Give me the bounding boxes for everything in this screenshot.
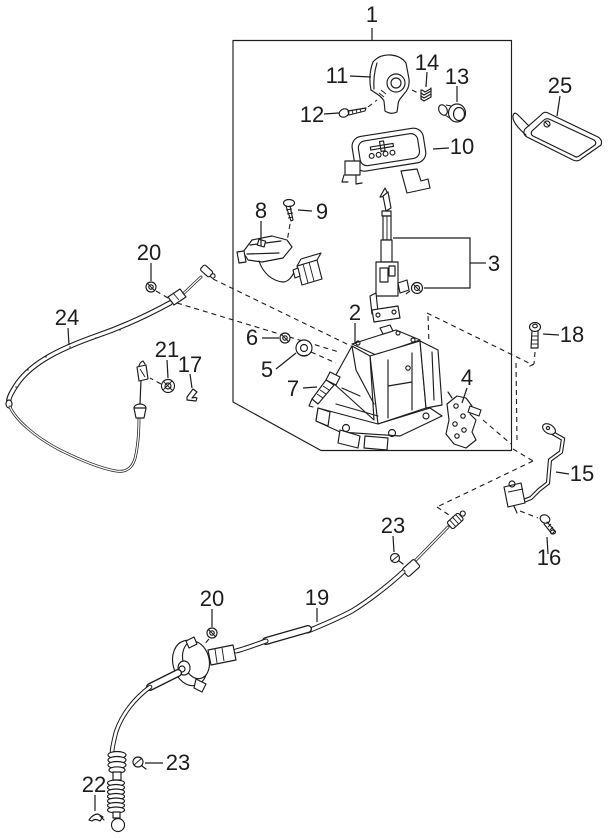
callout-4-label[interactable]: 4 bbox=[461, 365, 473, 390]
callout-7[interactable]: 7 bbox=[287, 376, 318, 401]
callout-22-label[interactable]: 22 bbox=[82, 772, 106, 797]
callout-7-label[interactable]: 7 bbox=[287, 376, 299, 401]
part-4-detent-lever bbox=[445, 391, 482, 449]
callout-6[interactable]: 6 bbox=[246, 325, 279, 350]
part-20b-nut bbox=[206, 627, 218, 639]
callout-12[interactable]: 12 bbox=[300, 102, 340, 127]
part-18-bolt bbox=[528, 321, 542, 349]
callout-3-label[interactable]: 3 bbox=[488, 251, 500, 276]
part-19-shift-cable bbox=[106, 510, 466, 833]
callout-20-bottom-label[interactable]: 20 bbox=[200, 586, 224, 611]
part-23b-clip bbox=[132, 756, 147, 770]
callout-25[interactable]: 25 bbox=[548, 73, 572, 117]
callout-19-label[interactable]: 19 bbox=[305, 585, 329, 610]
callout-21-label[interactable]: 21 bbox=[155, 337, 179, 362]
part-17-clip bbox=[186, 388, 198, 402]
callout-21[interactable]: 21 bbox=[155, 337, 179, 379]
part-23a-clip bbox=[389, 552, 404, 565]
callout-25-label[interactable]: 25 bbox=[548, 73, 572, 98]
callout-14-label[interactable]: 14 bbox=[415, 50, 439, 75]
assembly-boundary-box bbox=[232, 39, 513, 452]
callout-17[interactable]: 17 bbox=[178, 352, 202, 389]
callout-4[interactable]: 4 bbox=[461, 365, 473, 404]
callout-8-label[interactable]: 8 bbox=[255, 198, 267, 223]
callout-23-bottom-label[interactable]: 23 bbox=[166, 750, 190, 775]
callout-19[interactable]: 19 bbox=[305, 585, 329, 622]
callout-22[interactable]: 22 bbox=[82, 772, 106, 811]
callout-23-top[interactable]: 23 bbox=[381, 513, 405, 553]
callout-20-left-label[interactable]: 20 bbox=[137, 240, 161, 265]
callout-2[interactable]: 2 bbox=[349, 300, 361, 344]
callout-13-label[interactable]: 13 bbox=[445, 64, 469, 89]
part-24-shift-cable bbox=[5, 264, 216, 473]
callout-23-bottom[interactable]: 23 bbox=[145, 750, 190, 775]
callout-16-label[interactable]: 16 bbox=[537, 545, 561, 570]
callout-16[interactable]: 16 bbox=[537, 536, 561, 570]
part-20a-nut bbox=[145, 281, 157, 293]
callout-20-bottom[interactable]: 20 bbox=[200, 586, 224, 627]
part-11-shift-knob bbox=[369, 54, 410, 114]
part-14-spring bbox=[420, 87, 432, 102]
callout-11[interactable]: 11 bbox=[326, 63, 372, 88]
part-7-rod bbox=[308, 371, 341, 408]
construction-dashed-lines bbox=[149, 85, 539, 648]
part-15-rod bbox=[503, 423, 566, 514]
part-8-switch bbox=[236, 235, 323, 286]
callout-3[interactable]: 3 bbox=[393, 237, 500, 289]
part-16-screw bbox=[539, 514, 557, 535]
callout-14[interactable]: 14 bbox=[415, 50, 439, 88]
callout-23-top-label[interactable]: 23 bbox=[381, 513, 405, 538]
callout-10-label[interactable]: 10 bbox=[450, 134, 474, 159]
callout-15[interactable]: 15 bbox=[555, 461, 594, 486]
part-5-washer bbox=[295, 339, 313, 357]
callout-8[interactable]: 8 bbox=[255, 198, 267, 246]
part-2-housing bbox=[315, 324, 443, 451]
part-12-screw bbox=[338, 107, 367, 118]
part-25-plate bbox=[512, 111, 603, 162]
part-21-grommet bbox=[160, 378, 176, 394]
part-3-lever-shaft bbox=[369, 191, 424, 323]
callout-5-label[interactable]: 5 bbox=[261, 357, 273, 382]
callout-1[interactable]: 1 bbox=[366, 2, 378, 40]
callout-20-left[interactable]: 20 bbox=[137, 240, 161, 281]
callout-15-label[interactable]: 15 bbox=[570, 461, 594, 486]
callout-6-label[interactable]: 6 bbox=[246, 325, 258, 350]
part-9-screw bbox=[282, 198, 296, 222]
callout-1-label[interactable]: 1 bbox=[366, 2, 378, 27]
callout-24[interactable]: 24 bbox=[55, 305, 79, 346]
callout-2-label[interactable]: 2 bbox=[349, 300, 361, 325]
callout-13[interactable]: 13 bbox=[445, 64, 469, 102]
part-13-button bbox=[438, 103, 467, 123]
callout-12-label[interactable]: 12 bbox=[300, 102, 324, 127]
callout-9[interactable]: 9 bbox=[297, 199, 328, 224]
callout-9-label[interactable]: 9 bbox=[316, 199, 328, 224]
callout-5[interactable]: 5 bbox=[261, 352, 297, 382]
callout-17-label[interactable]: 17 bbox=[178, 352, 202, 377]
callout-24-label[interactable]: 24 bbox=[55, 305, 79, 330]
part-6-nut bbox=[279, 332, 291, 344]
callout-18[interactable]: 18 bbox=[542, 322, 584, 347]
callout-18-label[interactable]: 18 bbox=[560, 322, 584, 347]
callout-11-label[interactable]: 11 bbox=[326, 63, 349, 88]
part-10-indicator-panel bbox=[341, 127, 431, 198]
part-22-clip bbox=[88, 813, 105, 822]
callout-10[interactable]: 10 bbox=[432, 134, 474, 159]
